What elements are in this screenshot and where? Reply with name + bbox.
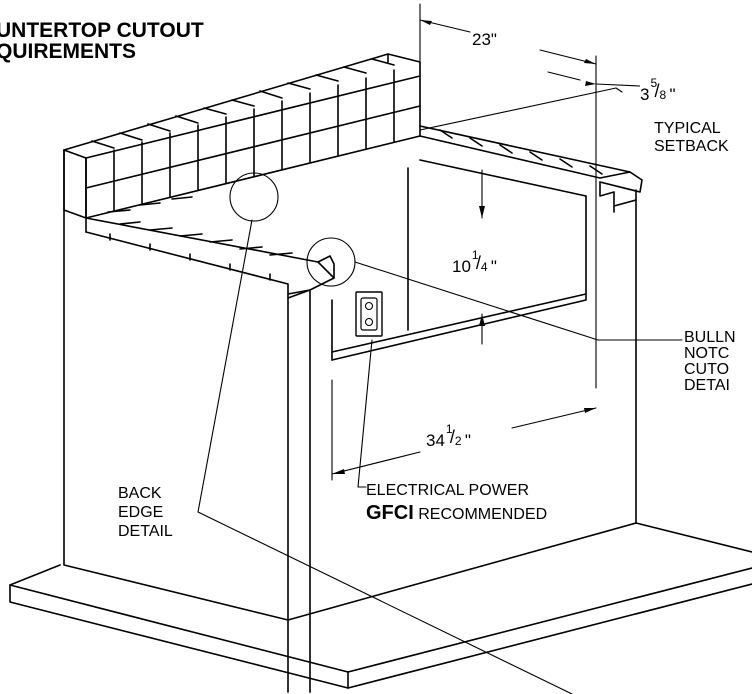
height-fraction: 1/2 — [445, 422, 462, 448]
depth-fraction: 1/4 — [471, 248, 488, 274]
setback-unit: " — [669, 85, 676, 104]
height-numerator: 1 — [445, 422, 453, 436]
bullnose-line-2: NOTC — [684, 345, 730, 362]
height-unit: " — [464, 431, 471, 450]
electrical-outlet — [355, 291, 383, 337]
title-line-2: QUIREMENTS — [0, 40, 137, 63]
bullnose-line-3: CUTO — [684, 361, 730, 378]
back-edge-line-3: DETAIL — [118, 523, 173, 540]
title-line-1: UNTERTOP CUTOUT — [0, 19, 204, 42]
typical-setback-label: TYPICAL SETBACK — [654, 120, 729, 156]
back-edge-detail-label: BACK EDGE DETAIL — [118, 484, 173, 541]
depth-whole: 10 — [452, 257, 471, 276]
back-edge-line-2: EDGE — [118, 504, 164, 521]
typical-text: TYPICAL — [654, 120, 721, 137]
setback-text: SETBACK — [654, 138, 729, 155]
height-denominator: 2 — [454, 434, 462, 448]
dimension-lines — [331, 3, 641, 481]
island-body — [63, 149, 637, 693]
setback-numerator: 5 — [650, 76, 658, 90]
countertop-back-slab — [63, 53, 421, 219]
countertop-left-return — [85, 196, 335, 295]
width-dimension-value: 23" — [472, 30, 497, 49]
electrical-power-text: ELECTRICAL POWER — [366, 482, 529, 499]
bullnose-line-1: BULLN — [684, 329, 736, 346]
depth-unit: " — [490, 257, 497, 276]
depth-denominator: 4 — [480, 260, 488, 274]
dimension-arrowheads — [332, 20, 596, 474]
electrical-power-label: ELECTRICAL POWER GFCI RECOMMENDED — [366, 480, 547, 526]
depth-numerator: 1 — [471, 248, 479, 262]
height-whole: 34 — [426, 431, 445, 450]
setback-fraction: 5/8 — [650, 76, 667, 102]
base-slab — [9, 522, 752, 689]
bullnose-notch-label: BULLN NOTC CUTO DETAI — [684, 330, 736, 394]
leader-lines — [197, 87, 683, 694]
setback-whole: 3 — [640, 85, 650, 104]
back-edge-line-1: BACK — [118, 485, 162, 502]
bullnose-line-4: DETAI — [684, 377, 730, 394]
gfci-line: GFCI RECOMMENDED — [366, 502, 547, 526]
width-dimension: 23" — [472, 30, 497, 50]
gfci-text: GFCI — [366, 502, 414, 524]
setback-denominator: 8 — [659, 88, 667, 102]
diagram-title: UNTERTOP CUTOUT QUIREMENTS — [0, 20, 204, 62]
countertop-right-return — [419, 125, 643, 193]
recommended-text: RECOMMENDED — [418, 506, 548, 523]
back-edge-detail-circle — [229, 172, 279, 222]
